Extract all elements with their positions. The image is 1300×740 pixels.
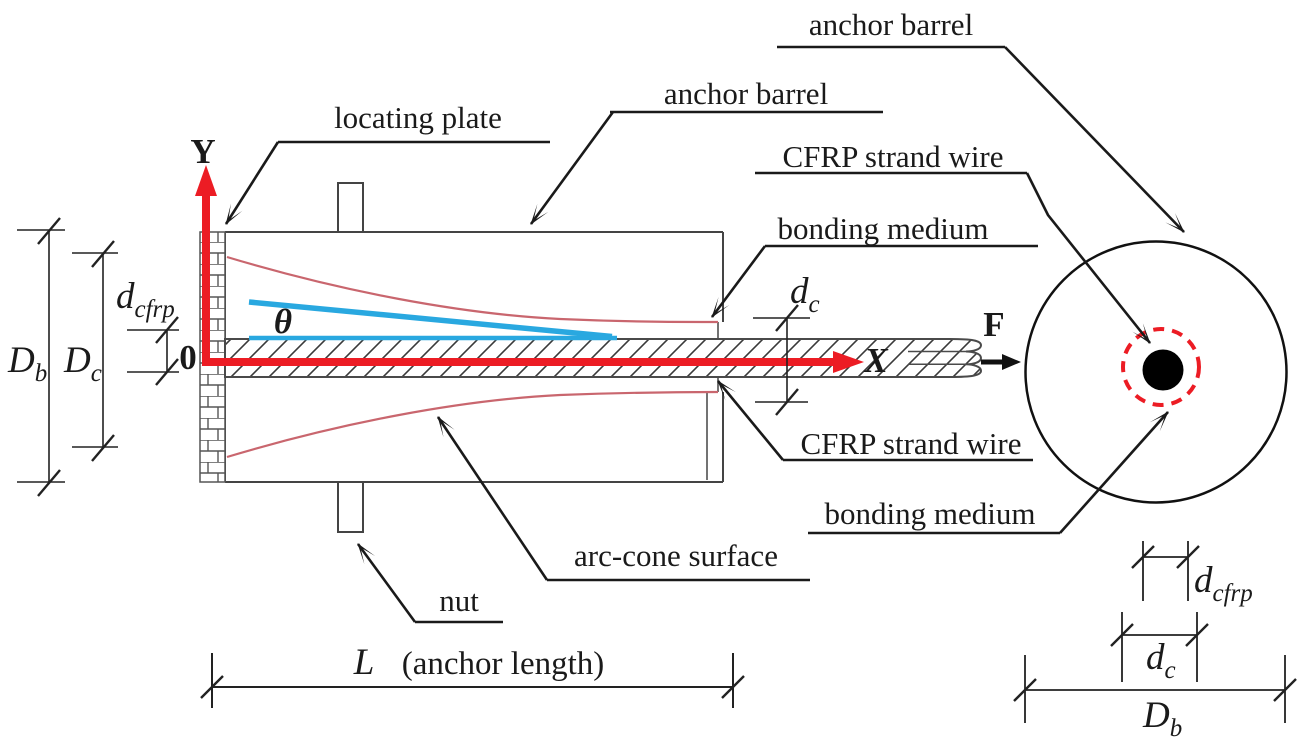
x-axis-arrowhead-icon <box>833 351 864 373</box>
anchor-barrel-side-label: anchor barrel <box>664 76 828 111</box>
nut-label: nut <box>439 583 479 618</box>
coordinate-axes: Y X 0 <box>179 132 889 380</box>
cfrp-strand-lower-label: CFRP strand wire <box>800 426 1021 461</box>
x-axis-shaft <box>202 358 838 366</box>
dim-label-anchor-length: (anchor length) <box>402 646 605 682</box>
nut-arrow-icon <box>356 543 417 623</box>
dim-dc-section <box>1110 612 1209 682</box>
nut-bottom-shape <box>337 481 364 533</box>
force-arrow: F <box>981 305 1021 370</box>
y-axis-shaft <box>202 193 210 366</box>
dim-label-dc-section: dc <box>1146 637 1176 684</box>
left-dimensions <box>17 217 810 708</box>
bonding-medium-circle <box>1121 327 1201 407</box>
callout-texts: locating plate anchor barrel anchor barr… <box>334 7 1035 618</box>
dim-Db-side <box>17 217 65 497</box>
cfrp-strand-lower-arrow-icon <box>716 380 785 461</box>
anchor-barrel-side-arrow-icon <box>529 111 615 225</box>
cfrp-strand-upper-label: CFRP strand wire <box>782 139 1003 174</box>
dim-Dc-side <box>72 240 118 462</box>
dim-label-Db-side: Db <box>7 340 47 387</box>
force-label: F <box>983 305 1004 344</box>
strand-wire-separations <box>908 350 966 366</box>
y-axis-arrowhead-icon <box>195 165 217 196</box>
dim-dcfrp-side <box>127 316 179 386</box>
locating-plate-arrow-icon <box>224 141 280 225</box>
arc-cone-surface-label: arc-cone surface <box>574 538 778 573</box>
y-axis-label: Y <box>190 132 215 171</box>
dim-label-dcfrp-side: dcfrp <box>116 276 175 323</box>
dim-Db-section <box>1013 655 1297 723</box>
arc-cone-curves <box>226 255 719 459</box>
cfrp-strand-upper-arrow-icon <box>1025 172 1152 344</box>
dim-label-dc-side: dc <box>790 271 820 318</box>
dim-label-Db-section: Db <box>1142 695 1182 740</box>
theta-wedge-lines <box>248 299 617 341</box>
dim-label-Dc-side: Dc <box>63 340 102 387</box>
anchor-barrel-section-label: anchor barrel <box>809 7 973 42</box>
dim-dcfrp-section <box>1131 541 1200 601</box>
dim-label-L: L <box>353 642 375 683</box>
dim-dc-side <box>753 304 810 416</box>
anchor-barrel-section-arrow-icon <box>1004 46 1185 233</box>
bonding-medium-lower-label: bonding medium <box>825 496 1036 531</box>
bonding-medium-upper-label: bonding medium <box>778 211 989 246</box>
x-axis-label: X <box>863 341 889 380</box>
bonding-medium-lower-arrow-icon <box>1059 411 1169 534</box>
nut-top-shape <box>337 182 364 233</box>
bonding-medium-upper-arrow-icon <box>710 245 767 318</box>
dim-L <box>200 653 745 708</box>
section-dimensions <box>1013 541 1297 723</box>
cross-section-view: dcfrp dc Db <box>1013 240 1297 740</box>
callout-leaders <box>224 45 1185 624</box>
origin-label: 0 <box>179 338 197 377</box>
side-view: θ Y X 0 F <box>179 132 1021 533</box>
force-arrowhead-icon <box>1002 354 1021 370</box>
locating-plate-label: locating plate <box>334 100 502 135</box>
cfrp-strand-section-dot <box>1142 349 1184 391</box>
theta-label: θ <box>274 302 292 341</box>
dim-label-dcfrp-section: dcfrp <box>1194 560 1253 607</box>
arc-cone-arrow-icon <box>436 416 549 581</box>
